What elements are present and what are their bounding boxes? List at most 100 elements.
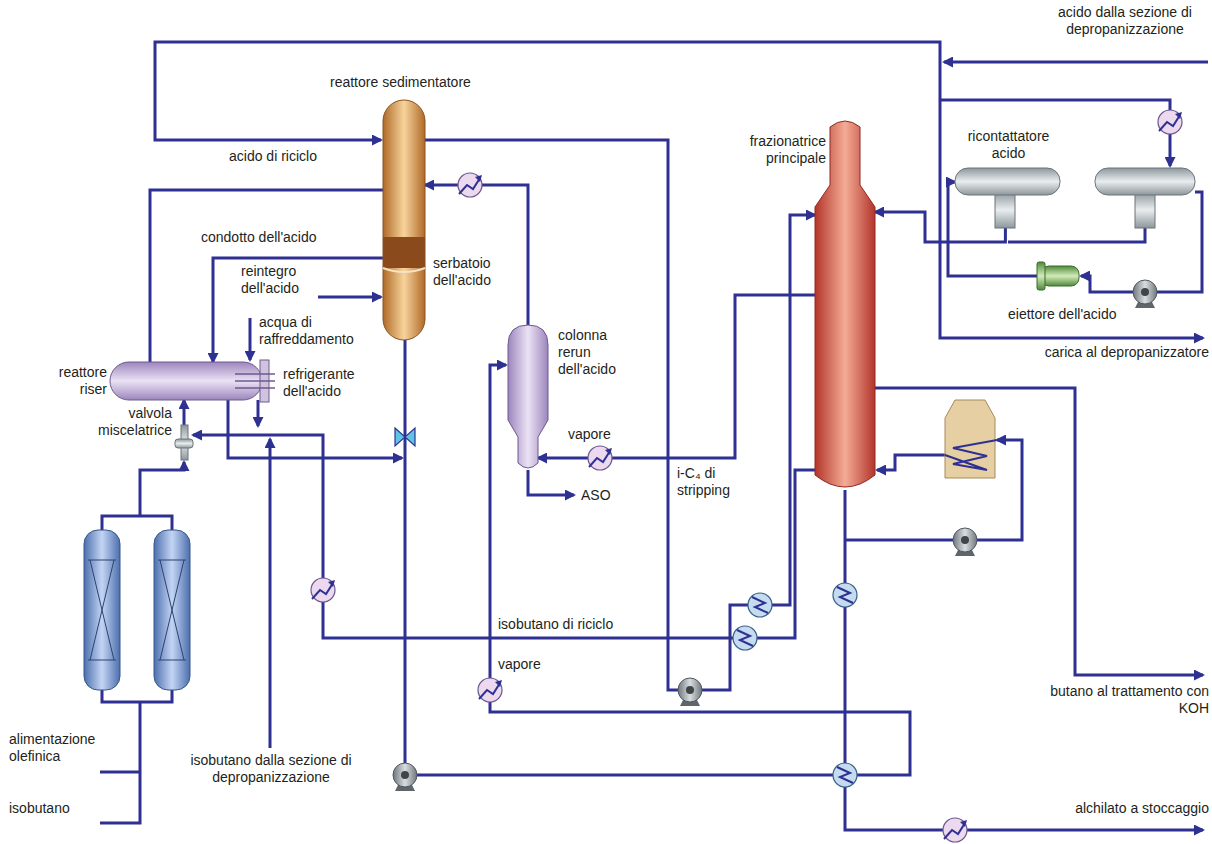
heat-exchanger: [833, 763, 857, 787]
pump-body: [953, 528, 977, 552]
process-pipe: [528, 470, 574, 495]
equipment-outline: [955, 168, 1060, 228]
exchanger-arrow: [960, 820, 967, 827]
pump-eye: [961, 536, 969, 544]
equipment-node: reattore sedimentatoreserbatoio dell'aci…: [383, 100, 425, 340]
exchanger-arrow: [605, 448, 612, 455]
pump-eye: [686, 686, 694, 694]
equipment-node: ricontattatore acido: [955, 168, 1060, 228]
vessel-body: [955, 168, 1060, 195]
heat-exchanger: [588, 446, 612, 470]
pump: [1133, 280, 1157, 308]
pump: [678, 678, 702, 706]
vessel-leg: [995, 192, 1015, 228]
exchanger-shell: [478, 678, 502, 702]
cooler-tubes: [235, 374, 275, 388]
exchanger-shell: [833, 763, 857, 787]
vessel-body: [1095, 168, 1195, 195]
equipment-label: refrigerante dell'acido: [282, 366, 379, 400]
acid-recontactor: [1095, 168, 1195, 228]
dryer-vessel: [84, 530, 120, 690]
exchanger-arrow: [328, 580, 335, 587]
process-pipe: [417, 774, 833, 777]
exchanger-shell: [588, 446, 612, 470]
process-stream: [213, 258, 383, 362]
exchanger-shell: [733, 626, 757, 650]
exchanger-coil: [1159, 115, 1180, 131]
stream-label: alchilato a stoccaggio: [1020, 800, 1210, 817]
pump-body: [678, 678, 702, 702]
heat-exchanger: [1158, 110, 1182, 134]
vessel-seam: [383, 268, 425, 272]
vessel-leg: [1135, 192, 1155, 228]
equipment-label: colonna rerun dell'acido: [557, 327, 631, 378]
equipment-label: reattore sedimentatore: [329, 74, 472, 91]
process-pipe: [249, 318, 252, 360]
stream-label: carica al depropanizzatore: [1020, 344, 1210, 361]
process-stream: [150, 190, 383, 362]
stream-label: vapore: [567, 426, 612, 443]
stream-label: condotto dell'acido: [200, 229, 318, 246]
ejector-flange: [1037, 262, 1045, 290]
equipment-outline: [815, 115, 875, 490]
stream-label: reintegro dell'acido: [240, 263, 318, 297]
process-pipe: [228, 400, 402, 458]
process-pipe: [140, 462, 184, 516]
stream-label: acido di riciclo: [228, 148, 318, 165]
process-pipe: [1081, 276, 1133, 292]
pump: [393, 763, 417, 791]
process-stream: [425, 140, 815, 690]
stream-label: isobutano dalla sezione di depropanizzaz…: [185, 752, 357, 786]
pump-eye: [1141, 288, 1149, 296]
exchanger-coil: [837, 767, 853, 783]
exchanger-coil: [589, 451, 610, 467]
stream-label: isobutano: [8, 800, 71, 817]
furnace: [945, 400, 997, 478]
ejector-body: [1041, 266, 1079, 286]
stream-label: acido dalla sezione di depropanizzazione: [1040, 4, 1210, 38]
process-stream: [183, 400, 186, 425]
equipment-outline: [508, 325, 548, 470]
stream-label: butano al trattamento con KOH: [1040, 683, 1210, 717]
equipment-outline: [1037, 262, 1079, 290]
equipment-label: valvola miscelatrice: [87, 405, 173, 439]
process-stream: [425, 185, 528, 325]
exchanger-coil: [312, 583, 333, 599]
pump: [953, 528, 977, 556]
exchanger-shell: [458, 173, 482, 197]
dryer-vessel: [154, 530, 190, 690]
process-pipe: [102, 516, 172, 530]
stream-label: alimentazione olefinica: [8, 731, 105, 765]
stream-label: isobutano di riciclo: [497, 616, 614, 633]
equipment-label: eiettore dell'acido: [1007, 306, 1118, 323]
heat-exchanger: [311, 578, 335, 602]
exchanger-arrow: [1175, 112, 1182, 119]
heat-exchanger: [478, 678, 502, 702]
process-stream: [948, 182, 1037, 276]
column-shell: [508, 325, 548, 468]
heat-exchanger: [458, 173, 482, 197]
process-pipe: [1157, 192, 1202, 292]
stream-label: vapore: [497, 656, 542, 673]
exchanger-coil: [737, 630, 753, 646]
exchanger-coil: [837, 587, 853, 603]
exchanger-arrow: [475, 175, 482, 182]
equipment-node: valvola miscelatrice: [175, 425, 193, 460]
pump-eye: [401, 771, 409, 779]
acid-pipe-band: [383, 237, 425, 268]
process-pipe: [100, 771, 140, 774]
process-stream: [875, 212, 1005, 242]
exchanger-shell: [833, 583, 857, 607]
equipment-node: colonna rerun dell'acido: [508, 325, 548, 470]
exchanger-shell: [1158, 110, 1182, 134]
process-pipe: [100, 702, 140, 823]
process-pipe: [845, 539, 953, 542]
vessel-shell: [383, 100, 425, 340]
valve-symbol: [395, 428, 415, 446]
heat-exchanger: [833, 583, 857, 607]
pump-body: [393, 763, 417, 787]
